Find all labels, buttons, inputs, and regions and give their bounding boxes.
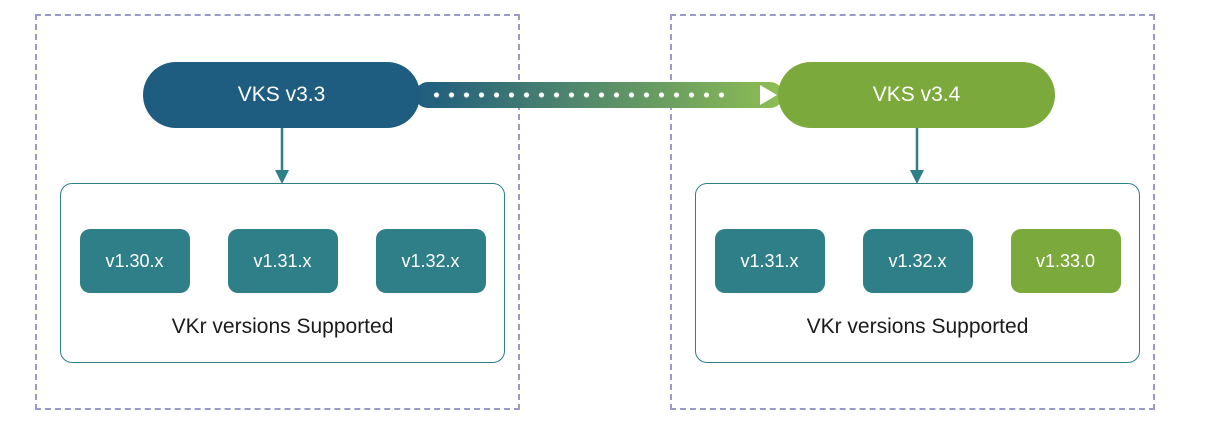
vkr-version-chip: v1.32.x [375,229,486,293]
vkr-version-chip: v1.30.x [79,229,190,293]
vkr-versions-container-v34: v1.31.x v1.32.x v1.33.0 VKr versions Sup… [695,183,1140,363]
vkr-caption: VKr versions Supported [806,315,1029,338]
vkr-version-chip: v1.32.x [862,229,973,293]
vkr-version-chip: v1.31.x [714,229,825,293]
vkr-chip-row: v1.30.x v1.31.x v1.32.x [79,229,486,293]
cluster-label: VKS v3.4 [872,83,961,106]
arrowhead-icon [760,85,777,105]
cluster-node-vks-v34: VKS v3.4 [778,62,1055,128]
vkr-versions-container-v33: v1.30.x v1.31.x v1.32.x VKr versions Sup… [60,183,505,363]
upgrade-arrow-icon [415,82,783,108]
dotted-line-icon [429,92,725,98]
vkr-caption: VKr versions Supported [171,315,394,338]
cluster-label: VKS v3.3 [237,83,326,106]
vkr-version-chip: v1.33.0 [1010,229,1121,293]
down-arrow-icon [910,128,924,184]
vkr-chip-row: v1.31.x v1.32.x v1.33.0 [714,229,1121,293]
vkr-version-chip: v1.31.x [227,229,338,293]
down-arrow-icon [275,128,289,184]
cluster-node-vks-v33: VKS v3.3 [143,62,420,128]
